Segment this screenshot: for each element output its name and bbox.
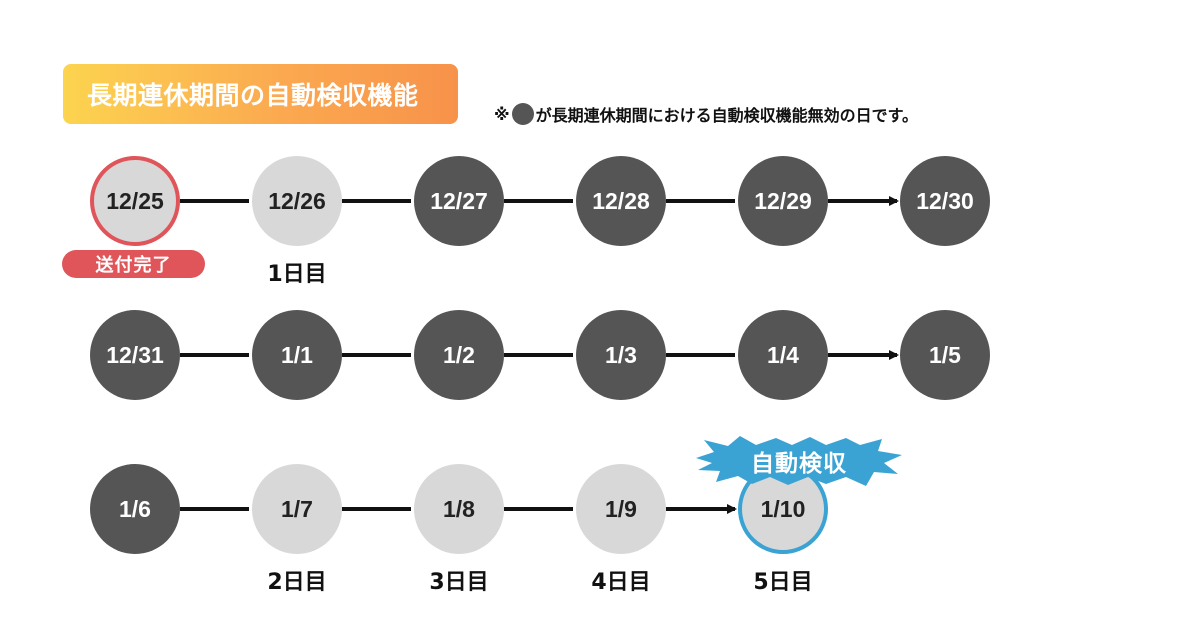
day-node: 1/7 — [252, 464, 342, 554]
day-date: 1/4 — [767, 341, 799, 368]
day-node: 1/8 — [414, 464, 504, 554]
day-node: 12/25 — [90, 156, 180, 246]
day-node: 1/5 — [900, 310, 990, 400]
day-count-label: 2日目 — [267, 570, 327, 595]
day-date: 1/7 — [281, 495, 313, 522]
day-node: 12/29 — [738, 156, 828, 246]
day-date: 12/27 — [430, 187, 488, 214]
auto-accept-burst-icon — [696, 436, 902, 486]
day-date: 1/10 — [760, 495, 806, 522]
day-node: 1/4 — [738, 310, 828, 400]
legend-dark-dot-icon — [511, 103, 534, 125]
day-count-label: 3日目 — [429, 570, 489, 595]
day-node: 12/26 — [252, 156, 342, 246]
day-count-label: 5日目 — [753, 570, 813, 595]
day-date: 12/29 — [754, 187, 812, 214]
sent-complete-badge: 送付完了 — [62, 250, 205, 278]
day-date: 12/30 — [916, 187, 974, 214]
diagram-title: 長期連休期間の自動検収機能 — [63, 64, 458, 124]
day-node: 12/28 — [576, 156, 666, 246]
day-node: 1/1 — [252, 310, 342, 400]
day-date: 1/1 — [281, 341, 313, 368]
day-node: 1/2 — [414, 310, 504, 400]
day-date: 12/31 — [106, 341, 164, 368]
legend-prefix: ※ — [494, 104, 510, 124]
legend-text: が長期連休期間における自動検収機能無効の日です。 — [535, 106, 918, 125]
day-node: 12/31 — [90, 310, 180, 400]
day-node: 1/9 — [576, 464, 666, 554]
day-node: 1/3 — [576, 310, 666, 400]
day-count-label: 4日目 — [591, 570, 651, 595]
day-count-label: 1日目 — [267, 262, 327, 287]
day-date: 1/6 — [119, 495, 151, 522]
day-date: 1/9 — [605, 495, 637, 522]
auto-accept-badge: 自動検収 — [751, 451, 847, 477]
day-node: 12/30 — [900, 156, 990, 246]
day-date: 12/26 — [268, 187, 326, 214]
day-date: 1/5 — [929, 341, 961, 368]
legend-note: ※ が長期連休期間における自動検収機能無効の日です。 — [494, 100, 918, 128]
day-date: 12/25 — [106, 187, 164, 214]
day-node: 1/6 — [90, 464, 180, 554]
day-node: 12/27 — [414, 156, 504, 246]
day-date: 1/2 — [443, 341, 475, 368]
day-date: 12/28 — [592, 187, 650, 214]
day-date: 1/3 — [605, 341, 637, 368]
day-date: 1/8 — [443, 495, 475, 522]
